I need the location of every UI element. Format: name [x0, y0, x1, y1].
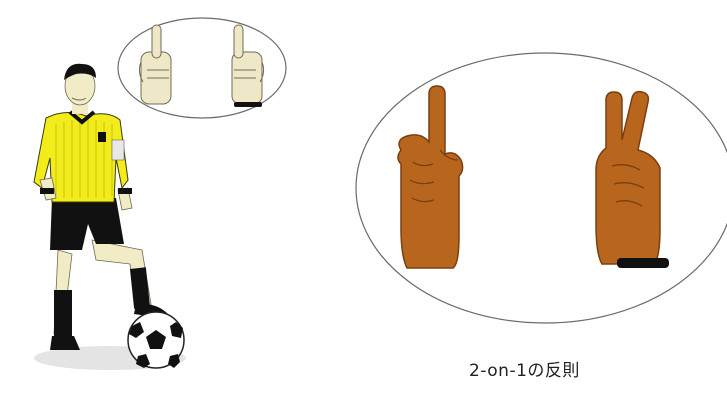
soccer-ball-icon: [128, 312, 184, 368]
large-hand-signal-bubble: [356, 53, 727, 323]
wristband: [617, 258, 669, 268]
diagram-caption: 2-on-1の反則: [469, 356, 580, 381]
small-wristband: [234, 102, 262, 107]
small-hand-signal-bubble: [118, 18, 286, 118]
